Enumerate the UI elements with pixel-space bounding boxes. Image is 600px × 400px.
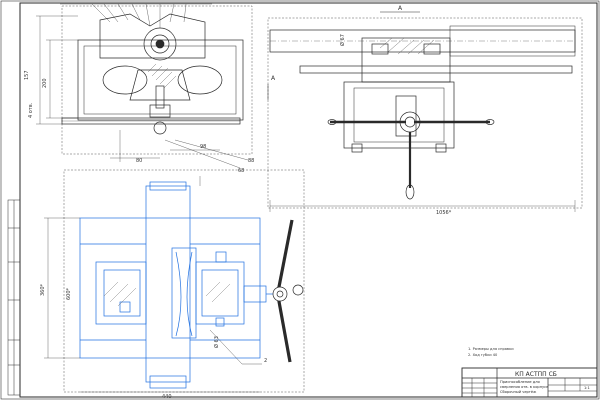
- dim-d67: Ø 67: [339, 34, 346, 46]
- lower-hub: [153, 121, 167, 135]
- mounting-block: [343, 81, 455, 149]
- dim-157: 157: [24, 70, 30, 80]
- dim-200: 200: [42, 78, 48, 88]
- scale-value: 1:1: [584, 386, 590, 390]
- dim-98: 98: [200, 144, 206, 150]
- jaw-block: [99, 13, 206, 59]
- side-view-region: [267, 17, 583, 209]
- plan-left-jaw: [95, 261, 147, 325]
- dim-2: 2: [264, 358, 267, 364]
- dim-68: 68: [238, 168, 244, 174]
- plan-right-jaw: [195, 261, 245, 325]
- dim-600: 600*: [66, 287, 72, 300]
- note-line-1: 1. Размеры для справки: [468, 347, 514, 351]
- side-section-hatch: [379, 37, 435, 55]
- title-block: [461, 367, 598, 398]
- clamp-body: [361, 37, 451, 83]
- plan-view: [44, 169, 305, 393]
- doc-code: КП АСТПП СБ: [515, 371, 557, 378]
- doc-name-line-2: сверления отв. в корпусе: [500, 385, 549, 389]
- dim-holes: 4 отв.: [28, 102, 34, 118]
- note-line-2: 2. Ход губки 40: [468, 353, 498, 357]
- dim-88: 88: [248, 158, 254, 164]
- dim-440: 440: [162, 394, 172, 400]
- doc-name-line-3: Сборочный чертёж: [500, 390, 537, 394]
- front-view-region: [61, 5, 253, 155]
- section-letter-a-top: A: [398, 5, 403, 12]
- section-hatch: [147, 63, 177, 89]
- right-boss: [177, 65, 223, 95]
- section-letter-a-left: A: [271, 75, 276, 82]
- left-binding-strip: [7, 199, 21, 396]
- plan-column: [145, 185, 191, 383]
- left-boss: [102, 65, 148, 95]
- base-rail: [299, 65, 573, 74]
- dim-d63: Ø 63: [213, 336, 220, 348]
- dim-360: 360*: [40, 283, 46, 296]
- plan-handle-upper: [276, 219, 294, 293]
- front-view: [36, 3, 253, 169]
- dim-80: 80: [136, 158, 142, 164]
- plan-handle-lower: [276, 295, 292, 363]
- side-view: [267, 11, 583, 212]
- plan-handle-hub: [272, 286, 288, 302]
- drawing-frame: [19, 2, 598, 398]
- dim-1056: 1056*: [436, 210, 452, 216]
- doc-name-line-1: Приспособление для: [500, 380, 540, 384]
- plan-body: [79, 217, 261, 359]
